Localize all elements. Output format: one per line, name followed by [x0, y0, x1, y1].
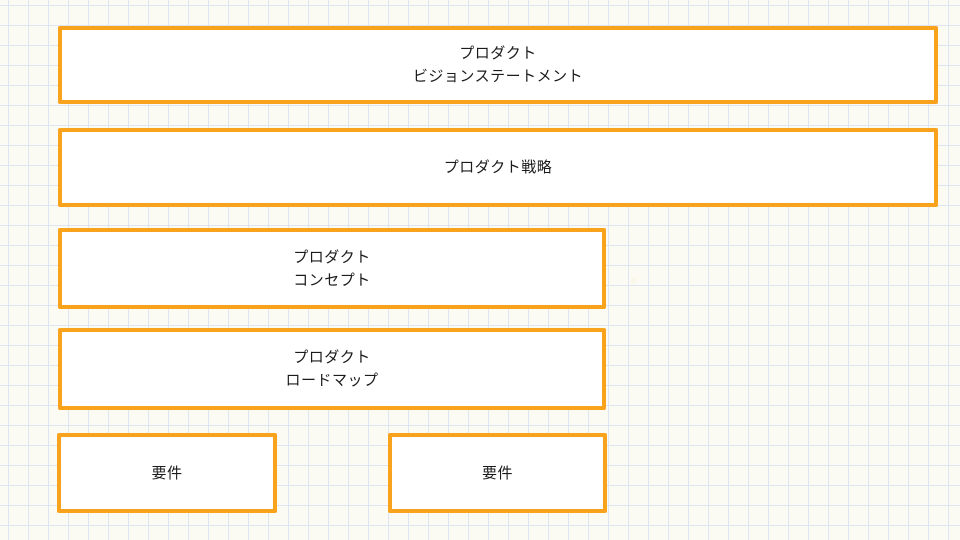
box-requirements-left[interactable]: 要件	[57, 433, 277, 513]
box-product-vision-statement-label: プロダクト ビジョンステートメント	[412, 45, 584, 85]
box-product-concept[interactable]: プロダクト コンセプト	[58, 228, 606, 309]
box-product-concept-label: プロダクト コンセプト	[293, 248, 371, 289]
box-requirements-right-label: 要件	[481, 464, 513, 482]
box-product-vision-statement[interactable]: プロダクト ビジョンステートメント	[58, 26, 938, 104]
box-requirements-left-label: 要件	[151, 464, 183, 482]
box-product-strategy-label: プロダクト戦略	[443, 159, 553, 176]
box-product-roadmap[interactable]: プロダクト ロードマップ	[58, 328, 606, 410]
box-requirements-right[interactable]: 要件	[388, 433, 607, 513]
box-product-strategy[interactable]: プロダクト戦略	[58, 128, 938, 207]
box-product-roadmap-label: プロダクト ロードマップ	[285, 349, 379, 389]
